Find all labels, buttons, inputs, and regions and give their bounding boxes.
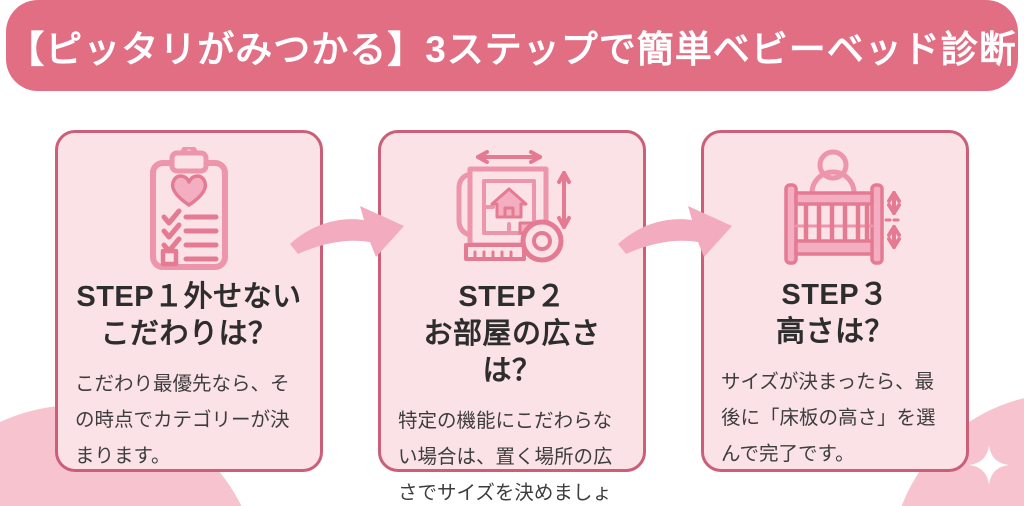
step-description: サイズが決まったら、最後に「床板の高さ」を選んで完了です。 [721,371,936,465]
step-title-line1: STEP１外せない [76,281,302,313]
step-title-line2: 高さは？ [775,316,894,348]
step-title-line2: こだわりは？ [100,318,278,350]
crib-height-icon [767,147,903,273]
page-title: 【ピッタリがみつかる】3ステップで簡単ベビーベッド診断 [7,28,1017,70]
header-banner: 【ピッタリがみつかる】3ステップで簡単ベビーベッド診断 [6,0,1018,91]
step-description: こだわり最優先なら、その時点でカテゴリーが決まります。 [75,373,290,467]
step-title: STEP３ 高さは？ [776,277,894,351]
step-card-2: STEP２ お部屋の広さは？ 特定の機能にこだわらない場合は、置く場所の広さでサ… [378,130,646,504]
step-title: STEP２ お部屋の広さは？ [398,279,626,390]
step-card-3: STEP３ 高さは？ サイズが決まったら、最後に「床板の高さ」を選んで完了です。 [701,130,969,472]
arrow-right-icon [290,206,404,257]
step-title-line2: お部屋の広さは？ [423,318,601,387]
step-title-line1: STEP２ [458,281,566,313]
checklist-clipboard-icon [139,147,239,275]
step-title-line1: STEP３ [781,279,889,311]
steps-row: STEP１外せない こだわりは？ こだわり最優先なら、その時点でカテゴリーが決ま… [0,130,1024,504]
arrow-right-icon [618,206,732,257]
step-title: STEP１外せない こだわりは？ [76,279,301,353]
sparkle-icon [969,445,1009,485]
step-description: 特定の機能にこだわらない場合は、置く場所の広さでサイズを決めましょう。 [398,410,613,504]
floor-plan-measure-icon [446,147,578,275]
step-card-1: STEP１外せない こだわりは？ こだわり最優先なら、その時点でカテゴリーが決ま… [55,130,323,472]
